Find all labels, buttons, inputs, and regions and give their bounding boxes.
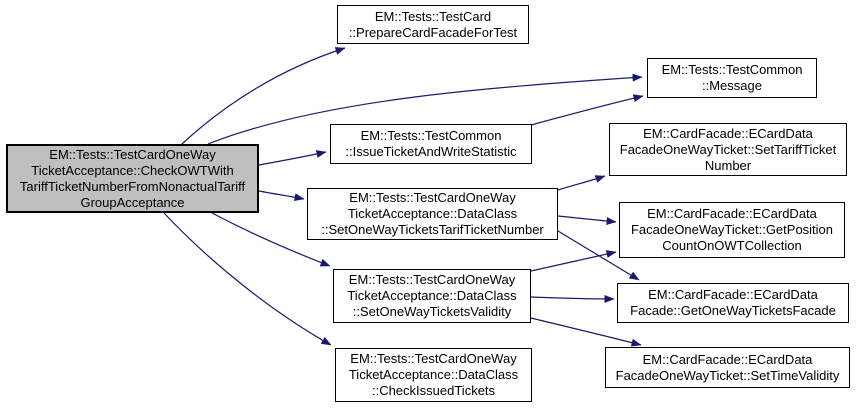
- label-line: EM::CardFacade::ECardData: [642, 351, 813, 367]
- label-line: EM::Tests::TestCardOneWay: [350, 351, 517, 366]
- node-set-one-way-tickets-validity[interactable]: EM::Tests::TestCardOneWay TicketAcceptan…: [333, 269, 531, 323]
- node-set-one-way-tickets-tarif-ticket-number[interactable]: EM::Tests::TestCardOneWay TicketAcceptan…: [307, 188, 558, 240]
- edge-set-owt-tarif-ticket-number-to-set-tariff-ticket-number: [557, 175, 606, 191]
- edge-set-owt-validity-to-get-position-count: [530, 250, 617, 272]
- label-line: ::PrepareCardFacadeForTest: [348, 24, 518, 40]
- edge-focus-to-message: [207, 73, 643, 145]
- node-prepare-card-facade-for-test[interactable]: EM::Tests::TestCard ::PrepareCardFacadeF…: [337, 5, 529, 44]
- node-set-tariff-ticket-number[interactable]: EM::CardFacade::ECardData FacadeOneWayTi…: [609, 123, 847, 176]
- edge-issue-ticket-to-message: [530, 94, 644, 126]
- label-line: TariffTicketNumberFromNonactualTariff: [19, 178, 246, 194]
- node-get-one-way-tickets-facade[interactable]: EM::CardFacade::ECardData Facade::GetOne…: [617, 283, 849, 323]
- label-line: ::IssueTicketAndWriteStatistic: [345, 144, 517, 159]
- label-line: GroupAcceptance: [80, 194, 185, 210]
- label-line: Number: [704, 157, 752, 173]
- edge-focus-to-prepare: [181, 47, 346, 145]
- label-line: EM::Tests::TestCommon: [661, 62, 803, 77]
- node-check-issued-tickets[interactable]: EM::Tests::TestCardOneWay TicketAcceptan…: [335, 348, 532, 402]
- label-line: FacadeOneWayTicket::GetPosition: [630, 222, 834, 237]
- node-message[interactable]: EM::Tests::TestCommon ::Message: [647, 58, 817, 98]
- label-line: CountOnOWTCollection: [662, 238, 802, 253]
- label-line: ::CheckIssuedTickets: [371, 383, 496, 398]
- label-line: EM::Tests::TestCardOneWay: [49, 146, 216, 162]
- edge-focus-to-issue-ticket: [258, 150, 327, 166]
- edge-set-owt-validity-to-set-time-validity: [530, 317, 642, 347]
- label-line: EM::Tests::TestCommon: [360, 128, 502, 143]
- edge-set-owt-tarif-ticket-number-to-get-position-count: [557, 215, 617, 225]
- edge-set-owt-validity-to-get-owt-facade: [530, 294, 615, 303]
- label-line: EM::CardFacade::ECardData: [648, 287, 818, 302]
- node-get-position-count-on-owt-collection[interactable]: EM::CardFacade::ECardData FacadeOneWayTi…: [619, 202, 845, 258]
- label-line: EM::CardFacade::ECardData: [643, 125, 813, 141]
- label-line: ::Message: [702, 78, 762, 93]
- edge-focus-to-set-owt-tarif-ticket-number: [258, 190, 305, 202]
- node-issue-ticket-and-write-statistic[interactable]: EM::Tests::TestCommon ::IssueTicketAndWr…: [330, 124, 532, 164]
- label-line: TicketAcceptance::DataClass: [348, 367, 519, 382]
- node-set-time-validity[interactable]: EM::CardFacade::ECardData FacadeOneWayTi…: [605, 347, 850, 388]
- label-line: TicketAcceptance::CheckOWTWith: [31, 162, 234, 178]
- label-line: FacadeOneWayTicket::SetTimeValidity: [615, 367, 840, 383]
- label-line: TicketAcceptance::DataClass: [347, 288, 517, 303]
- edge-focus-to-set-owt-validity: [211, 212, 331, 267]
- label-line: TicketAcceptance::DataClass: [347, 206, 518, 221]
- label-line: FacadeOneWayTicket::SetTariffTicket: [619, 141, 837, 157]
- label-line: Facade::GetOneWayTicketsFacade: [630, 303, 836, 318]
- label-line: ::SetOneWayTicketsTarifTicketNumber: [321, 222, 544, 237]
- edge-focus-to-check-issued-tickets: [163, 212, 332, 346]
- node-check-owt-with-tariff-ticket-number-acceptance: EM::Tests::TestCardOneWay TicketAcceptan…: [6, 144, 259, 213]
- label-line: EM::Tests::TestCardOneWay: [348, 272, 516, 287]
- label-line: EM::CardFacade::ECardData: [647, 206, 817, 221]
- label-line: EM::Tests::TestCardOneWay: [349, 190, 516, 205]
- label-line: EM::Tests::TestCard: [374, 8, 492, 24]
- label-line: ::SetOneWayTicketsValidity: [352, 304, 512, 319]
